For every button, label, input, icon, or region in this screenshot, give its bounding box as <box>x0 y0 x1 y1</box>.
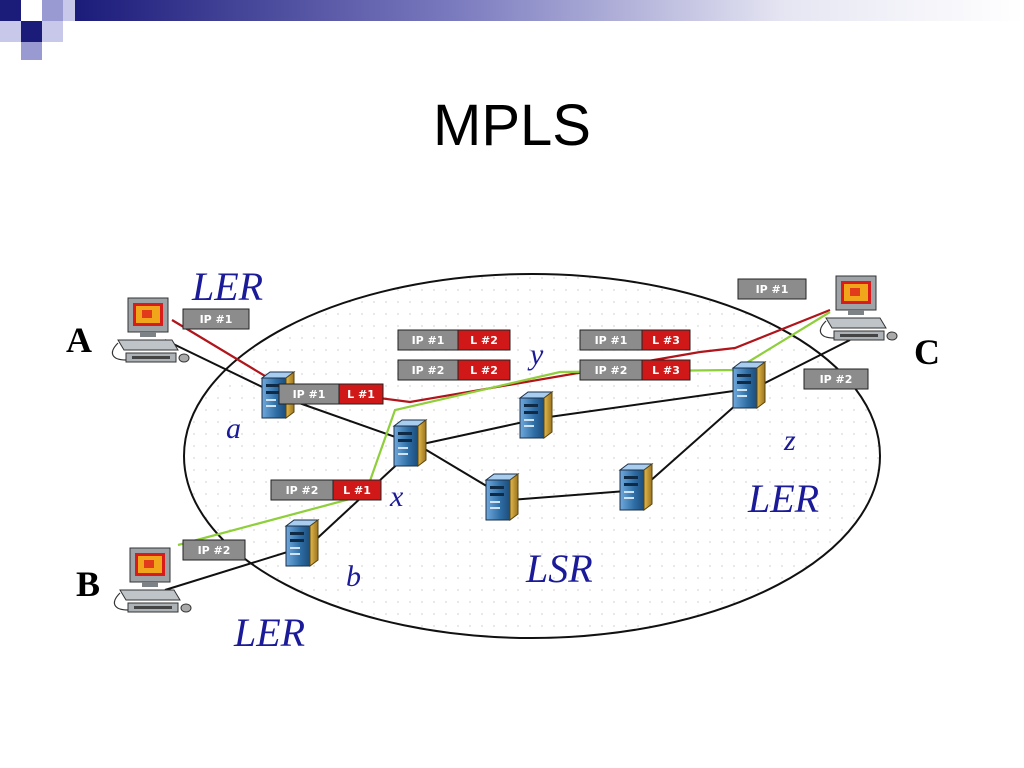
router-b-icon <box>285 519 319 567</box>
packet-a-in: IP #1 <box>182 308 250 330</box>
packet-z-in1: IP #1 L #3 <box>579 329 691 351</box>
host-c-label: C <box>914 332 940 372</box>
packet-y-in1: IP #1 L #2 <box>397 329 511 351</box>
packet-y-in2-ip: IP #2 <box>412 364 445 377</box>
header-deco <box>0 0 1024 60</box>
lsp-path-green <box>177 311 831 547</box>
packet-c-out1-ip: IP #1 <box>756 283 789 296</box>
host-a-label: A <box>66 320 92 360</box>
packet-y-in1-ip: IP #1 <box>412 334 445 347</box>
packet-b-out-ip: IP #2 <box>286 484 319 497</box>
packet-b-in-ip: IP #2 <box>198 544 231 557</box>
packet-a-out-label: L #1 <box>347 388 375 401</box>
ler-top-label: LER <box>191 264 263 309</box>
packet-z-in2: IP #2 L #3 <box>579 359 691 381</box>
packet-z-in1-label: L #3 <box>652 334 680 347</box>
router-lsr-icon <box>485 473 519 521</box>
packet-y-in2: IP #2 L #2 <box>397 359 511 381</box>
packet-a-out-ip: IP #1 <box>293 388 326 401</box>
router-x-icon <box>393 419 427 467</box>
host-c-computer-icon <box>819 275 898 341</box>
packet-z-in2-ip: IP #2 <box>595 364 628 377</box>
lsp-path-red <box>171 308 831 404</box>
router-b-label: b <box>346 560 361 593</box>
router-a-label: a <box>226 412 241 445</box>
packet-b-in: IP #2 <box>182 539 246 561</box>
host-b-label: B <box>76 564 100 604</box>
packet-y-in1-label: L #2 <box>470 334 498 347</box>
packet-a-in-ip: IP #1 <box>200 313 233 326</box>
router-x-label: x <box>389 480 404 513</box>
ler-bottom-label: LER <box>233 610 305 655</box>
packet-y-in2-label: L #2 <box>470 364 498 377</box>
header-gradient-bar <box>75 0 1024 21</box>
mpls-domain-ellipse <box>183 273 881 639</box>
packet-b-out: IP #2 L #1 <box>270 479 382 501</box>
packet-z-in1-ip: IP #1 <box>595 334 628 347</box>
packet-b-out-label: L #1 <box>343 484 371 497</box>
router-y-icon <box>519 391 553 439</box>
lsr-label: LSR <box>525 546 593 591</box>
host-b-computer-icon <box>113 547 192 613</box>
packet-c-out1: IP #1 <box>737 278 807 300</box>
packet-c-out2: IP #2 <box>803 368 869 390</box>
router-lsr2-icon <box>619 463 653 511</box>
packet-a-out: IP #1 L #1 <box>278 383 384 405</box>
router-z-label: z <box>783 424 796 457</box>
ler-right-label: LER <box>747 476 819 521</box>
router-z-icon <box>732 361 766 409</box>
packet-c-out2-ip: IP #2 <box>820 373 853 386</box>
slide-title: MPLS <box>433 93 591 158</box>
packet-z-in2-label: L #3 <box>652 364 680 377</box>
router-y-label: y <box>527 338 544 371</box>
host-a-computer-icon <box>111 297 190 363</box>
